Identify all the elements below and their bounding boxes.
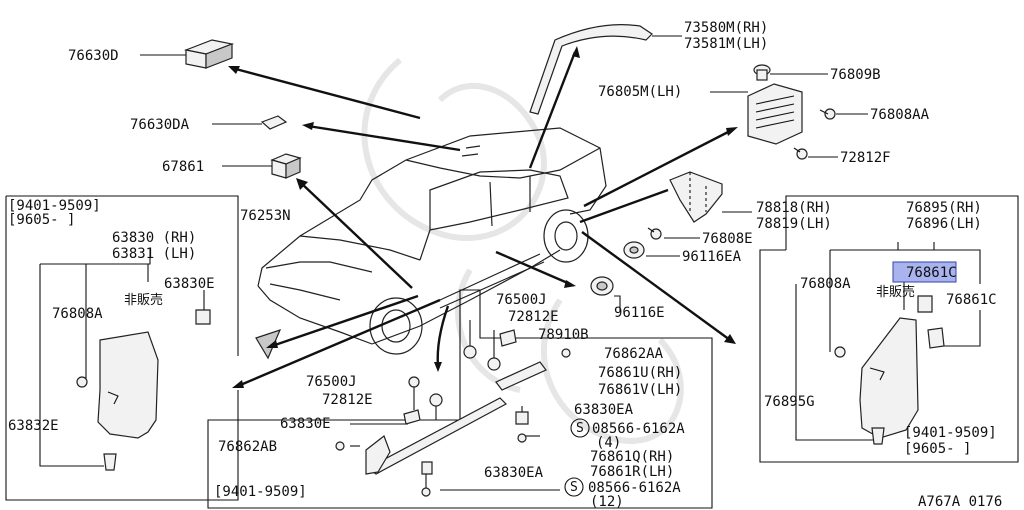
label-leaders [140, 35, 868, 312]
label-76808AA[interactable]: 76808AA [870, 107, 930, 123]
right-mudflap-shape [859, 317, 919, 439]
label-76861C-highlighted[interactable]: 76861C [906, 265, 957, 281]
center-panel [207, 289, 713, 509]
label-76862AA[interactable]: 76862AA [604, 346, 664, 362]
label-08566-a-qty: (4) [596, 435, 621, 451]
label-76861V[interactable]: 76861V(LH) [598, 382, 682, 398]
label-76861C-r[interactable]: 76861C [946, 292, 997, 308]
label-73581M[interactable]: 73581M(LH) [684, 36, 768, 52]
label-76895G[interactable]: 76895G [764, 394, 815, 410]
screw-symbol-b: S [570, 480, 578, 495]
car-body [257, 127, 607, 355]
part-78818-shape [669, 171, 723, 223]
label-73580M[interactable]: 73580M(RH) [684, 20, 768, 36]
label-08566-a[interactable]: 08566-6162A [592, 421, 685, 437]
label-78819[interactable]: 78819(LH) [756, 216, 832, 232]
label-76805M[interactable]: 76805M(LH) [598, 84, 682, 100]
label-67861[interactable]: 67861 [162, 159, 204, 175]
label-76809B[interactable]: 76809B [830, 67, 881, 83]
part-73580M-shape [529, 24, 653, 115]
label-63830EA-b[interactable]: 63830EA [484, 465, 544, 481]
part-76808E-shape [647, 227, 662, 240]
label-08566-b-qty: (12) [590, 494, 624, 510]
label-78910B[interactable]: 78910B [538, 327, 589, 343]
not-for-sale-left: 非販売 [124, 292, 163, 308]
left-date-range-2: [9605- ] [8, 212, 75, 228]
left-clip-shape [195, 309, 211, 325]
label-96116EA[interactable]: 96116EA [682, 249, 742, 265]
right-clips-shape [834, 295, 945, 445]
right-panel [759, 195, 1019, 463]
side-sill-moulding-shape [365, 361, 547, 475]
label-76861U[interactable]: 76861U(RH) [598, 365, 682, 381]
label-76253N[interactable]: 76253N [240, 208, 291, 224]
left-screw-shape [76, 376, 88, 388]
label-76861R[interactable]: 76861R(LH) [590, 464, 674, 480]
right-date-range-1: [9401-9509] [904, 425, 997, 441]
label-08566-b[interactable]: 08566-6162A [588, 480, 681, 496]
center-small-parts [335, 329, 571, 497]
center-date-range: [9401-9509] [214, 484, 307, 500]
part-76630D-shape [183, 39, 235, 69]
label-76500J-a[interactable]: 76500J [496, 292, 547, 308]
label-63831[interactable]: 63831 (LH) [112, 246, 196, 262]
label-63830E-l[interactable]: 63830E [164, 276, 215, 292]
leader-arrows [228, 46, 738, 388]
part-76630DA-shape [260, 115, 288, 130]
left-mudflap-shape [97, 331, 159, 439]
label-76896[interactable]: 76896(LH) [906, 216, 982, 232]
label-63830EA-a[interactable]: 63830EA [574, 402, 634, 418]
part-76809B-shape [753, 64, 771, 81]
not-for-sale-right: 非販売 [876, 284, 915, 300]
right-date-range-2: [9605- ] [904, 441, 971, 457]
left-clip-bottom-shape [103, 453, 117, 471]
label-63830E-c[interactable]: 63830E [280, 416, 331, 432]
part-72812F-shape [793, 147, 808, 160]
label-76895[interactable]: 76895(RH) [906, 200, 982, 216]
label-76861Q[interactable]: 76861Q(RH) [590, 449, 674, 465]
screw-symbol-a: S [576, 421, 584, 436]
label-76862AB[interactable]: 76862AB [218, 439, 277, 455]
label-72812F[interactable]: 72812F [840, 150, 891, 166]
label-76630DA[interactable]: 76630DA [130, 117, 190, 133]
label-63830[interactable]: 63830 (RH) [112, 230, 196, 246]
diagram-code: A767A 0176 [918, 494, 1002, 510]
part-96116E-shape [590, 276, 614, 296]
label-72812E-a[interactable]: 72812E [508, 309, 559, 325]
part-76808AA-shape [819, 108, 836, 120]
part-76805M-shape [747, 83, 803, 145]
label-76808A-r[interactable]: 76808A [800, 276, 851, 292]
label-72812E-b[interactable]: 72812E [322, 392, 373, 408]
highlight-76861C [892, 261, 957, 283]
label-78818[interactable]: 78818(RH) [756, 200, 832, 216]
label-76500J-b[interactable]: 76500J [306, 374, 357, 390]
label-76808A-l[interactable]: 76808A [52, 306, 103, 322]
left-date-range-1: [9401-9509] [8, 198, 101, 214]
label-96116E[interactable]: 96116E [614, 305, 665, 321]
label-76808E[interactable]: 76808E [702, 231, 753, 247]
label-63832E[interactable]: 63832E [8, 418, 59, 434]
left-panel [5, 195, 239, 501]
label-76630D[interactable]: 76630D [68, 48, 119, 64]
part-67861-shape [270, 153, 302, 179]
part-96116EA-shape [623, 241, 645, 259]
